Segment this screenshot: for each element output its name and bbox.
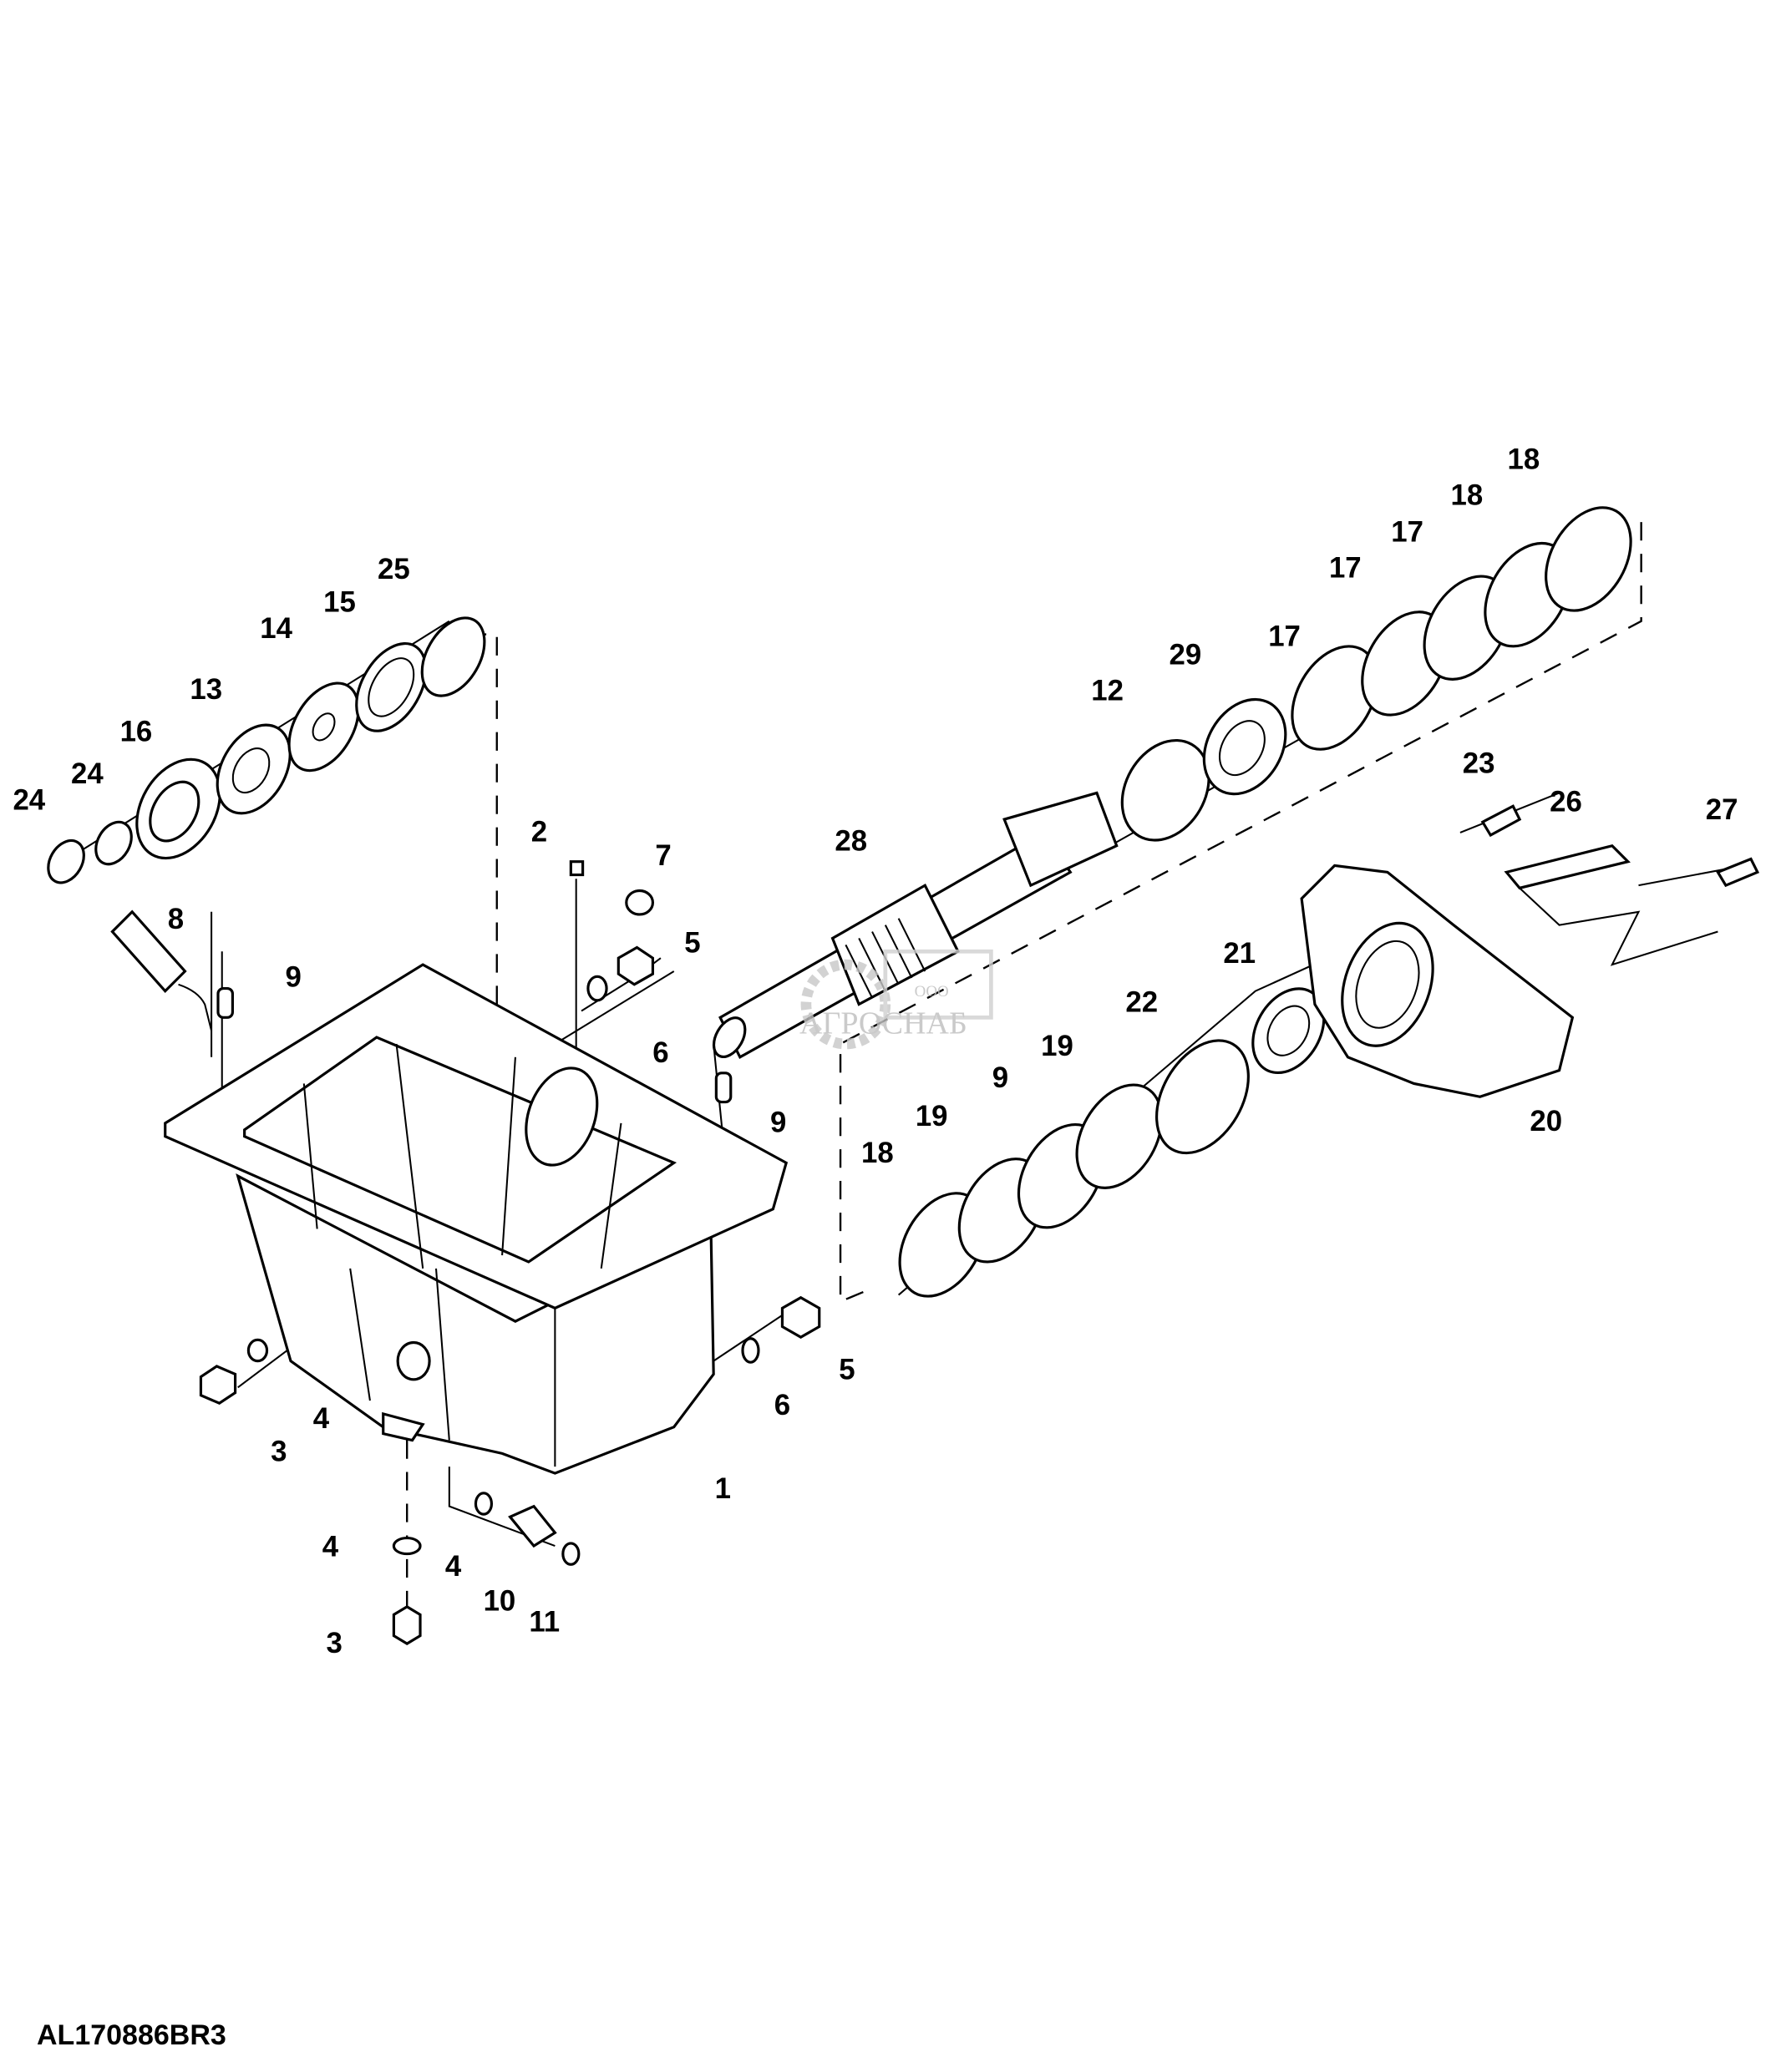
bolt-23 [1480, 804, 1522, 838]
plug-5-lower [780, 1295, 821, 1339]
watermark-name: АГРОСНАБ [799, 1006, 967, 1041]
callout-6: 6 [774, 1389, 790, 1421]
ring-18b [1545, 506, 1632, 612]
o-ring-11 [561, 1542, 581, 1566]
callout-17: 17 [1329, 551, 1362, 584]
o-ring-22 [1155, 1039, 1250, 1155]
fitting-10 [508, 1504, 557, 1548]
bolt-27 [1716, 857, 1760, 888]
sensor-8 [110, 909, 187, 994]
o-ring-6-lower [741, 1337, 760, 1364]
callout-3: 3 [327, 1627, 343, 1659]
ring-17a [1291, 645, 1378, 751]
callout-12: 12 [1091, 674, 1124, 707]
callout-4: 4 [445, 1550, 462, 1583]
callout-18: 18 [1508, 443, 1540, 476]
right-ring-stack [898, 506, 1632, 1298]
callout-13: 13 [190, 673, 222, 706]
washer-14 [287, 681, 360, 773]
callout-labels: 2424161314152527568992812291717171818232… [13, 443, 1738, 1659]
washer-4-right [474, 1492, 494, 1516]
washer-4-left [246, 1338, 269, 1363]
cap-7 [625, 889, 655, 916]
shim-15 [355, 642, 428, 732]
callout-29: 29 [1170, 639, 1202, 671]
callout-25: 25 [378, 553, 410, 585]
callout-15: 15 [323, 585, 356, 618]
callout-4: 4 [313, 1402, 330, 1435]
callout-9: 9 [992, 1061, 1008, 1094]
dowel-9-left [216, 986, 234, 1019]
agrosnab-watermark: ООО АГРОСНАБ [799, 949, 993, 1050]
watermark-prefix: ООО [915, 983, 949, 1001]
plug-3-bottom [392, 1605, 422, 1645]
callout-8: 8 [168, 903, 184, 935]
callout-16: 16 [120, 715, 153, 747]
callout-14: 14 [260, 612, 292, 645]
cover-20 [1300, 804, 1760, 1098]
bearing-cup-12 [1120, 738, 1210, 842]
plug-5-upper [617, 945, 655, 986]
callout-5: 5 [684, 927, 700, 960]
snap-ring-24a [47, 838, 85, 884]
callout-11: 11 [529, 1606, 560, 1639]
callout-28: 28 [835, 825, 867, 858]
callout-23: 23 [1463, 747, 1495, 779]
callout-18: 18 [1450, 479, 1483, 511]
ring-19c [1075, 1083, 1164, 1189]
callout-19: 19 [1041, 1030, 1073, 1062]
washer-4-bottom [392, 1537, 422, 1556]
dowel-9-right [714, 1071, 733, 1104]
callout-22: 22 [1125, 986, 1158, 1019]
callout-17: 17 [1391, 516, 1423, 549]
plug-2 [569, 860, 585, 877]
o-ring-6-upper [586, 975, 608, 1002]
plug-3-left [199, 1365, 237, 1406]
bracket-26 [1504, 843, 1631, 890]
housing-1 [164, 963, 789, 1475]
small-fittings [110, 860, 821, 1645]
ring-25 [420, 616, 486, 697]
callout-7: 7 [655, 839, 671, 872]
cone-bearing-13 [216, 723, 292, 815]
callout-4: 4 [322, 1530, 339, 1563]
callout-20: 20 [1530, 1105, 1562, 1137]
callout-21: 21 [1223, 937, 1256, 970]
shaft-28 [712, 791, 1119, 1059]
callout-9: 9 [285, 961, 301, 994]
diagram-code: AL170886BR3 [37, 2019, 226, 2051]
callout-24: 24 [13, 784, 45, 817]
callout-2: 2 [531, 816, 547, 849]
callout-1: 1 [715, 1472, 731, 1505]
callout-17: 17 [1268, 621, 1301, 653]
callout-19: 19 [916, 1100, 948, 1132]
callout-18: 18 [861, 1137, 894, 1169]
callout-10: 10 [484, 1584, 516, 1617]
callout-5: 5 [839, 1353, 855, 1386]
callout-24: 24 [71, 757, 104, 790]
callout-27: 27 [1706, 793, 1738, 826]
callout-26: 26 [1550, 785, 1582, 818]
callout-9: 9 [770, 1107, 786, 1139]
seal-21 [1251, 987, 1326, 1075]
left-bearing-stack [47, 616, 486, 884]
callout-6: 6 [652, 1036, 668, 1069]
callout-3: 3 [271, 1436, 287, 1468]
snap-ring-24b [94, 820, 133, 866]
